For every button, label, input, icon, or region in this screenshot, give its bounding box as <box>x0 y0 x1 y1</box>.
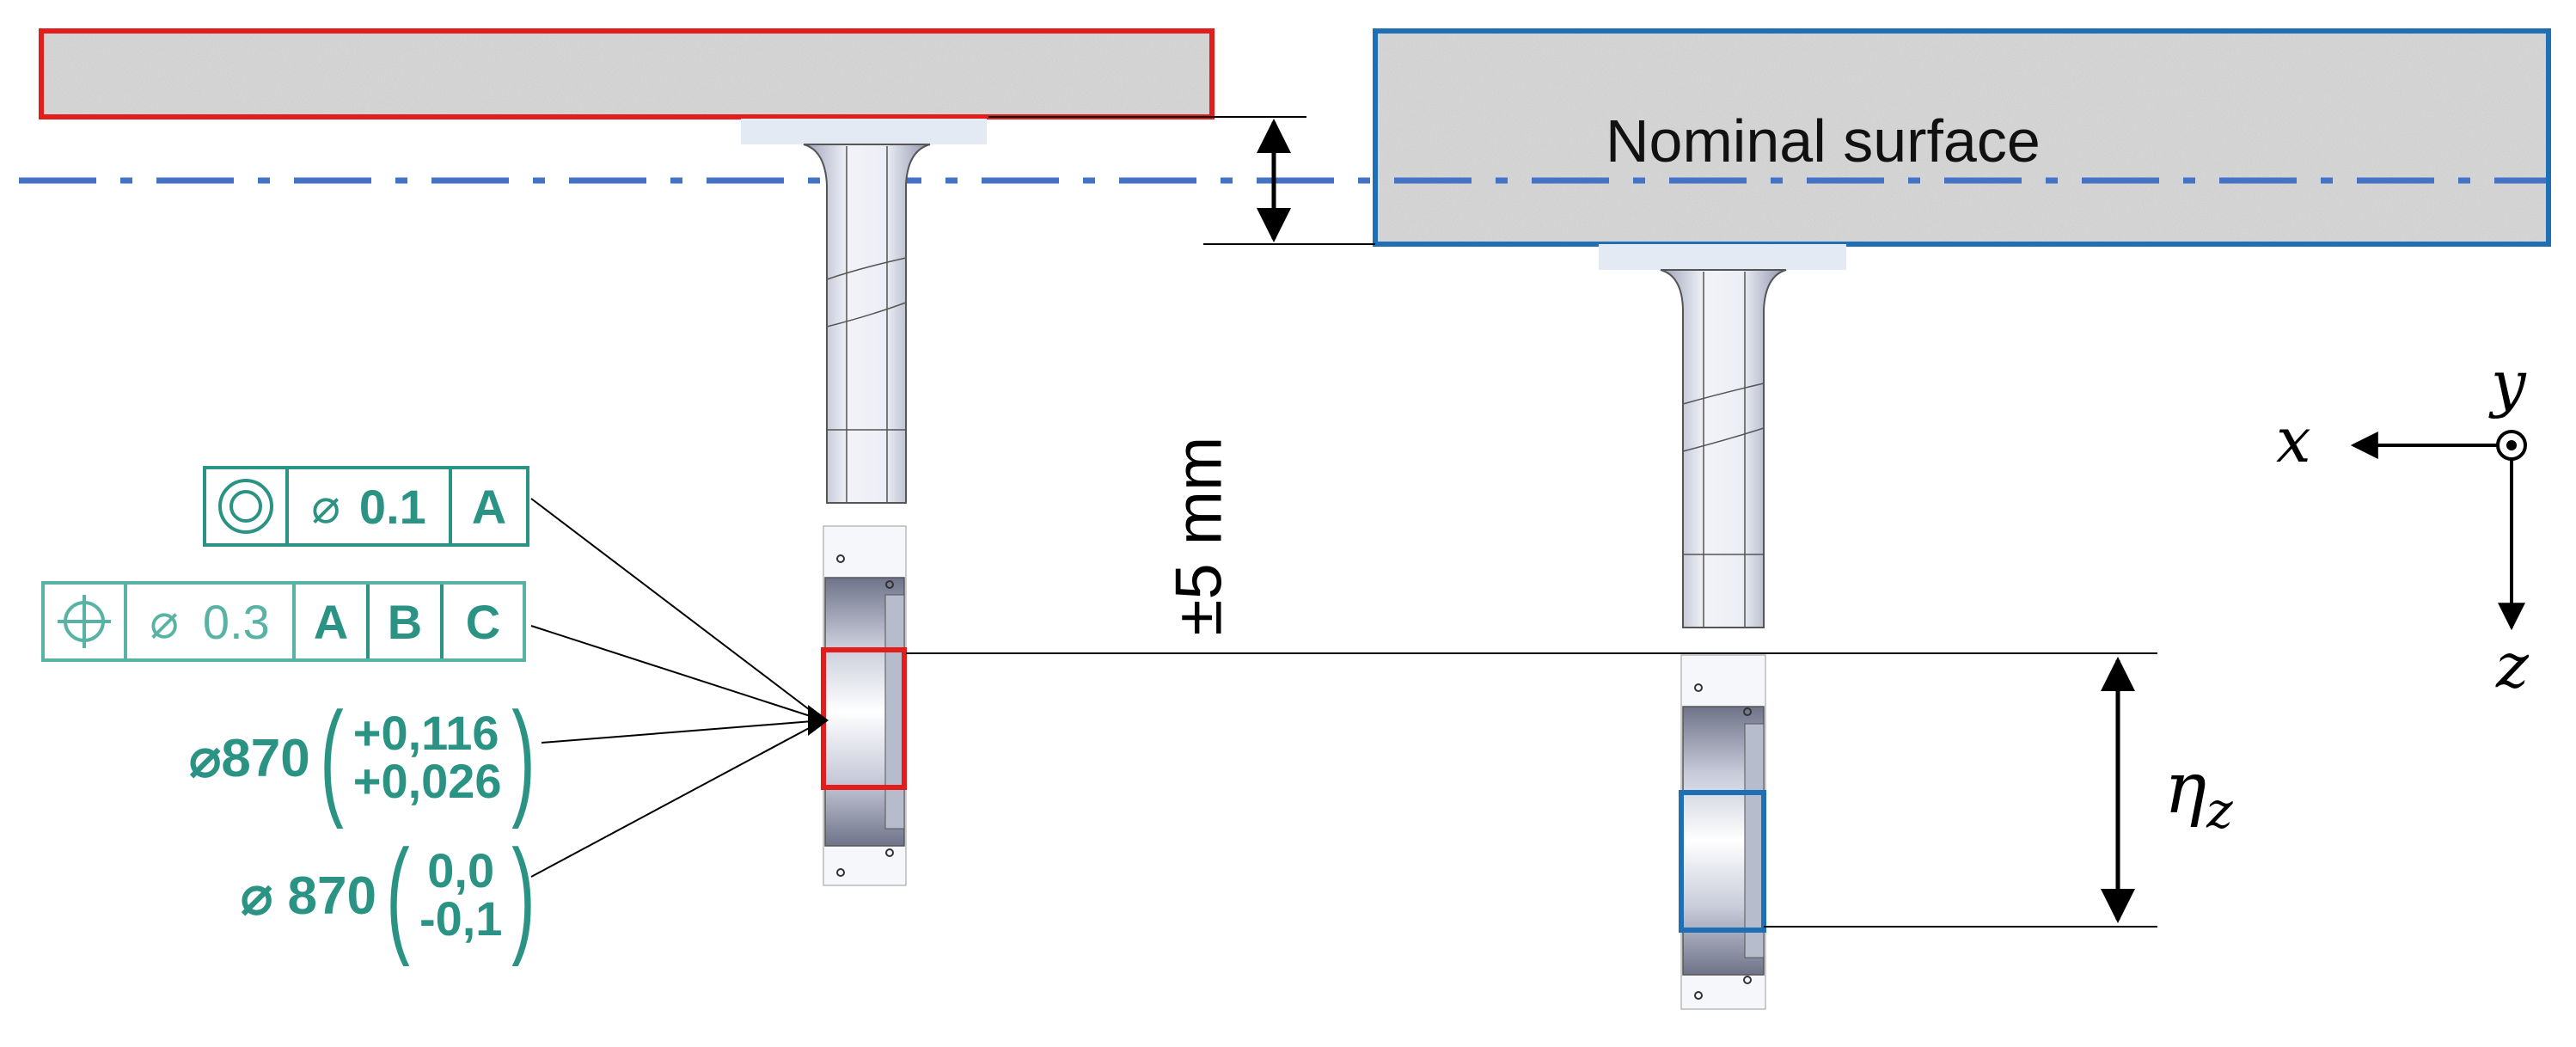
hole-diameter: ⌀870 <box>189 728 310 788</box>
tolerance-hole: ⌀870 ( +0,116 +0,026 ) <box>189 693 545 822</box>
concentricity-datum-cell: A <box>452 469 526 543</box>
eta-label: ηz <box>2164 748 2233 839</box>
datum-b: B <box>387 594 423 649</box>
nominal-surface-label: Nominal surface <box>1606 107 2041 174</box>
open-paren: ( <box>320 685 344 830</box>
fcf-concentricity: ⌀ 0.1 A <box>203 466 529 547</box>
hole-upper: +0,116 <box>352 706 499 760</box>
position-datum-c-cell: C <box>444 585 523 658</box>
diameter-symbol: ⌀ <box>311 479 340 533</box>
position-tolerance-cell: ⌀ 0.3 <box>127 585 296 658</box>
right-inspection-box <box>1679 790 1766 933</box>
shaft-limits: 0,0 -0,1 <box>419 847 503 943</box>
position-icon <box>58 595 111 648</box>
position-tolerance: 0.3 <box>202 594 270 649</box>
datum-c: C <box>465 594 501 649</box>
y-axis-label: y <box>2491 347 2526 419</box>
tolerance-shaft: ⌀ 870 ( 0,0 -0,1 ) <box>241 830 545 959</box>
position-datum-a-cell: A <box>296 585 370 658</box>
close-paren: ) <box>511 823 536 967</box>
eta-subscript: z <box>2206 781 2233 840</box>
coordinate-axes <box>2350 430 2527 631</box>
left-surface <box>39 28 1215 119</box>
concentricity-tolerance: 0.1 <box>358 479 426 534</box>
concentricity-icon <box>218 479 273 534</box>
hole-lower: +0,026 <box>352 754 502 808</box>
offset-dimension <box>988 116 1375 245</box>
datum-a: A <box>471 479 507 534</box>
blue-frame <box>1373 28 2551 247</box>
right-surface <box>1373 28 2551 247</box>
z-axis-label: z <box>2496 629 2529 701</box>
concentricity-tolerance-cell: ⌀ 0.1 <box>289 469 452 543</box>
left-spindle <box>741 119 987 886</box>
shaft-lower: -0,1 <box>419 891 503 946</box>
position-datum-b-cell: B <box>370 585 444 658</box>
eta-dimension <box>906 652 2157 928</box>
shaft-diameter: ⌀ 870 <box>241 866 376 926</box>
shaft-upper: 0,0 <box>427 843 495 897</box>
open-paren: ( <box>386 823 410 967</box>
datum-a: A <box>313 594 349 649</box>
offset-label: ±5 mm <box>1162 436 1236 636</box>
eta-symbol: η <box>2164 748 2207 830</box>
diameter-symbol: ⌀ <box>150 594 179 648</box>
concentricity-symbol-cell <box>206 469 289 543</box>
close-paren: ) <box>511 685 535 830</box>
x-axis-label: x <box>2276 404 2311 476</box>
red-frame <box>39 28 1215 119</box>
fcf-position: ⌀ 0.3 A B C <box>41 581 526 662</box>
right-spindle <box>1599 244 1846 1010</box>
leader-lines <box>530 498 829 878</box>
position-symbol-cell <box>45 585 127 658</box>
hole-limits: +0,116 +0,026 <box>353 709 502 805</box>
